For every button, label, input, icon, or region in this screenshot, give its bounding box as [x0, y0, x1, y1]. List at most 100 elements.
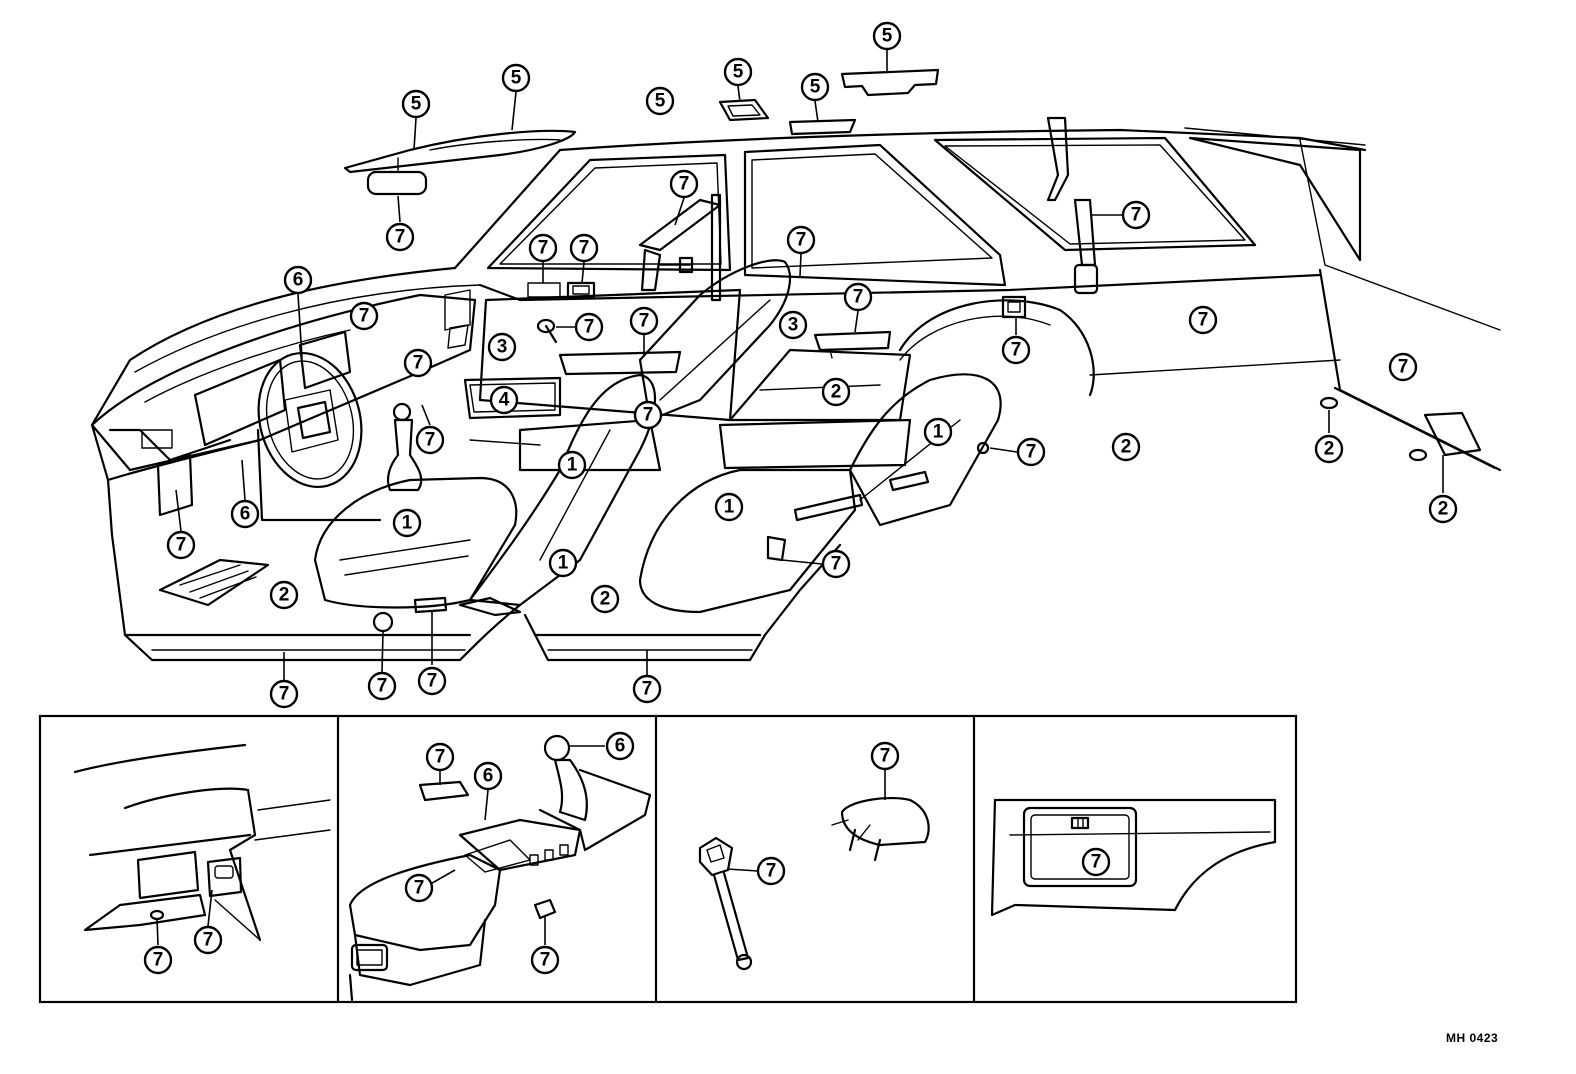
- dashboard: [90, 289, 477, 517]
- callout-7-console-cap: 7: [530, 945, 560, 975]
- svg-text:7: 7: [203, 930, 214, 951]
- roof-grab-handle: [840, 68, 940, 97]
- svg-text:2: 2: [600, 589, 611, 610]
- callout-group-main: 5 5 5 5 5 5 7 7 7 7 6 7 7 7 3 7 3 7 7 7 …: [166, 21, 1458, 709]
- callout-1-front-cushion: 1: [392, 508, 422, 538]
- callout-7-door-switch-a: 7: [528, 233, 558, 263]
- callout-7-headrest: 7: [870, 741, 900, 771]
- callout-3-rear-door: 3: [778, 310, 808, 340]
- svg-text:7: 7: [766, 861, 777, 882]
- svg-text:7: 7: [679, 174, 690, 195]
- svg-text:1: 1: [402, 513, 413, 534]
- callout-2-rear-floor: 2: [821, 377, 851, 407]
- svg-text:7: 7: [643, 405, 654, 426]
- callout-7-seat-lever: 7: [633, 400, 663, 430]
- callout-7-seat-knob: 7: [367, 671, 397, 701]
- roof-lamp-front: [788, 118, 857, 136]
- seat-adjuster-knobs: [372, 596, 448, 633]
- svg-text:7: 7: [1091, 852, 1102, 873]
- svg-text:5: 5: [511, 68, 522, 89]
- svg-text:7: 7: [584, 317, 595, 338]
- rear-view-mirror: [366, 157, 428, 196]
- leader-lines: [175, 50, 1444, 680]
- svg-text:7: 7: [279, 684, 290, 705]
- body-outline: [90, 127, 1502, 537]
- svg-text:7: 7: [1011, 340, 1022, 361]
- callout-7-fuse-cover: 7: [193, 925, 223, 955]
- steering-wheel: [257, 351, 363, 489]
- svg-text:7: 7: [427, 671, 438, 692]
- callout-group-panel-3: 7 7: [756, 741, 900, 886]
- svg-text:7: 7: [1398, 357, 1409, 378]
- rear-seat-back: [638, 373, 1002, 614]
- svg-text:7: 7: [540, 950, 551, 971]
- callout-1-rear-cushion: 1: [714, 492, 744, 522]
- callout-7-seat-lever-front: 7: [417, 666, 447, 696]
- callout-7-rear-belt: 7: [1121, 200, 1151, 230]
- callout-7-front-sill: 7: [269, 679, 299, 709]
- callout-7-lower-dash-cover: 7: [143, 945, 173, 975]
- callout-2-cargo-floor: 2: [1111, 432, 1141, 462]
- svg-text:7: 7: [1026, 442, 1037, 463]
- svg-text:5: 5: [733, 62, 744, 83]
- callout-1-rear-back: 1: [923, 417, 953, 447]
- floor-mat: [158, 558, 270, 607]
- svg-text:5: 5: [655, 91, 666, 112]
- shift-lever: [386, 402, 423, 492]
- detail-panels: 7 7 7 6 6: [38, 714, 1298, 1004]
- svg-text:2: 2: [1324, 439, 1335, 460]
- svg-text:7: 7: [579, 238, 590, 259]
- svg-text:2: 2: [1121, 437, 1132, 458]
- callout-group-panel-2: 7 6 6 7 7: [404, 731, 635, 975]
- detail-panel-buckle-headrest: [698, 770, 930, 971]
- svg-text:7: 7: [377, 676, 388, 697]
- dome-light: [718, 98, 770, 122]
- svg-text:7: 7: [153, 950, 164, 971]
- callout-7-buckle: 7: [821, 549, 851, 579]
- callout-7-armrest: 7: [843, 282, 873, 312]
- svg-text:3: 3: [497, 337, 508, 358]
- callout-5-grab-handle: 5: [872, 21, 902, 51]
- callout-1-front-back: 1: [557, 450, 587, 480]
- callout-4-glove-box: 4: [489, 385, 519, 415]
- svg-text:1: 1: [933, 422, 944, 443]
- svg-text:7: 7: [639, 311, 650, 332]
- callout-7-quarter-storage: 7: [1081, 847, 1111, 877]
- svg-text:6: 6: [615, 736, 626, 757]
- svg-text:6: 6: [240, 504, 251, 525]
- detail-panel-quarter-trim: [990, 798, 1277, 917]
- callout-5-headliner: 5: [645, 86, 675, 116]
- callout-6-console-panel: 6: [473, 761, 503, 791]
- callout-1-front-side: 1: [548, 548, 578, 578]
- svg-text:5: 5: [882, 26, 893, 47]
- callout-6-shift-knob: 6: [605, 731, 635, 761]
- svg-text:1: 1: [567, 455, 578, 476]
- callout-2-cargo-mat: 2: [1428, 494, 1458, 524]
- svg-text:7: 7: [414, 878, 425, 899]
- callout-7-door-pocket: 7: [629, 306, 659, 336]
- drawing-code-label: MH 0423: [1446, 1031, 1499, 1045]
- center-console-front: [463, 376, 562, 420]
- front-seat-track-cover: [458, 596, 522, 617]
- svg-text:7: 7: [1198, 310, 1209, 331]
- callout-group-panel-1: 7 7: [143, 925, 223, 975]
- svg-text:7: 7: [880, 746, 891, 767]
- svg-text:7: 7: [395, 227, 406, 248]
- svg-text:7: 7: [1131, 205, 1142, 226]
- callout-7-side-trim: 7: [1188, 305, 1218, 335]
- svg-text:4: 4: [499, 390, 510, 411]
- callout-7-console-box: 7: [404, 873, 434, 903]
- callout-2-front-floor: 2: [269, 580, 299, 610]
- callout-5-visor-clip: 5: [401, 89, 431, 119]
- svg-text:7: 7: [796, 230, 807, 251]
- front-seat-belt: [638, 193, 722, 302]
- callout-5-dome-light: 5: [723, 57, 753, 87]
- rear-seat-cushion: [718, 348, 912, 470]
- svg-text:7: 7: [425, 430, 436, 451]
- svg-text:3: 3: [788, 315, 799, 336]
- callout-2-cargo-grommet: 2: [1314, 434, 1344, 464]
- callout-7-console-clip: 7: [425, 742, 455, 772]
- cargo-side-trim: [1319, 386, 1497, 470]
- callout-5-sun-visor: 5: [501, 63, 531, 93]
